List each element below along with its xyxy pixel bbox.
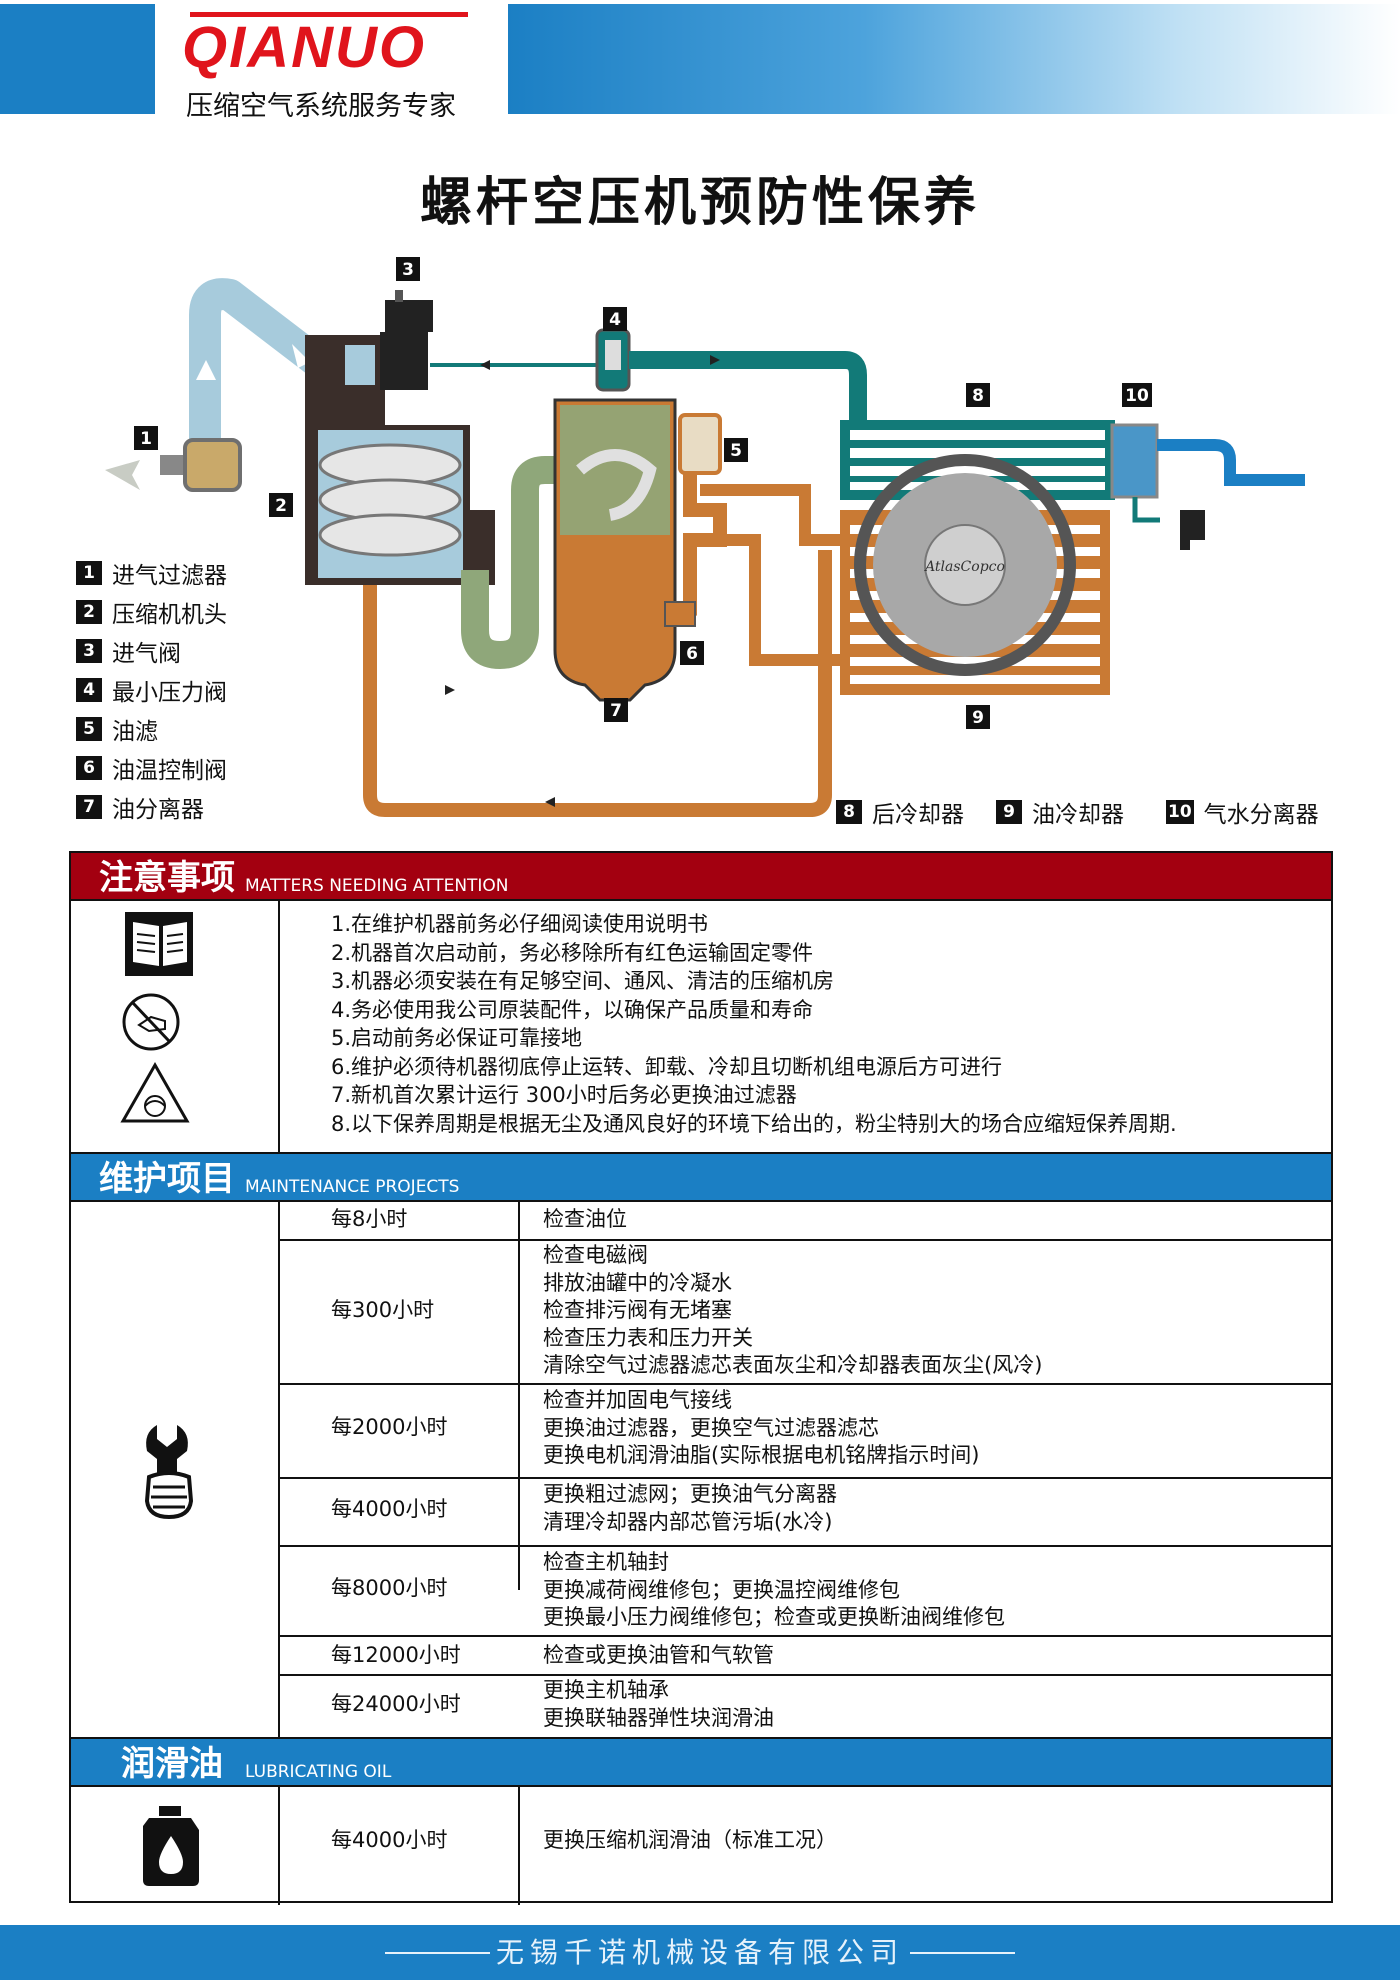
attention-note: 3.机器必须安装在有足够空间、通风、清洁的压缩机房 xyxy=(331,969,835,993)
task-cell: 检查电磁阀 排放油罐中的冷凝水 检查排污阀有无堵塞 检查压力表和压力开关 清除空… xyxy=(543,1243,1043,1377)
svg-text:1: 1 xyxy=(140,429,152,449)
compressed-air-pipe xyxy=(629,351,867,420)
svg-text:10: 10 xyxy=(1125,386,1149,406)
control-line xyxy=(430,338,602,367)
attention-note: 6.维护必须待机器彻底停止运转、卸载、冷却且切断机组电源后方可进行 xyxy=(331,1054,1003,1079)
intake-valve-part xyxy=(380,290,433,390)
attention-note: 5.启动前务必保证可靠接地 xyxy=(331,1026,583,1050)
header-bar-left xyxy=(0,4,155,114)
page-title: 螺杆空压机预防性保养 xyxy=(419,173,980,233)
svg-text:6: 6 xyxy=(686,644,698,664)
manual-book-icon xyxy=(125,912,193,976)
attention-notes: 1.在维护机器前务必仔细阅读使用说明书 2.机器首次启动前，务必移除所有红色运输… xyxy=(331,910,1177,1138)
attention-note: 2.机器首次启动前，务必移除所有红色运输固定零件 xyxy=(331,940,814,965)
lubricating-header: 润滑油 LUBRICATING OIL xyxy=(71,1739,1331,1785)
maintenance-header: 维护项目 MAINTENANCE PROJECTS xyxy=(71,1154,1331,1200)
wrench-hand-icon xyxy=(144,1425,194,1520)
period-cell: 每12000小时 xyxy=(331,1643,461,1667)
task-cell: 更换粗过滤网；更换油气分离器 清理冷却器内部芯管污垢(水冷) xyxy=(543,1482,837,1534)
compressor-flow-diagram: AtlasCopco 1 2 3 4 5 6 7 8 9 10 xyxy=(105,257,1305,817)
task-cell: 检查主机轴封 更换减荷阀维修包；更换温控阀维修包 更换最小压力阀维修包；检查或更… xyxy=(543,1550,1005,1629)
intake-filter-part xyxy=(160,438,242,492)
cooling-fan-part: AtlasCopco xyxy=(854,454,1076,676)
oil-separator-part xyxy=(553,398,677,702)
company-tagline: 压缩空气系统服务专家 xyxy=(186,91,456,122)
logo-underline xyxy=(190,12,468,17)
svg-text:5: 5 xyxy=(730,441,742,461)
period-cell: 每8000小时 xyxy=(331,1576,448,1600)
fan-brand-label: AtlasCopco xyxy=(923,559,1005,575)
min-pressure-valve-part xyxy=(595,328,631,392)
period-cell: 每300小时 xyxy=(331,1298,435,1322)
intake-air-arrow xyxy=(105,460,140,490)
period-cell: 每8小时 xyxy=(331,1207,408,1231)
period-cell: 每4000小时 xyxy=(331,1497,448,1521)
maintenance-table: 注意事项 MATTERS NEEDING ATTENTION 1.在维护机器前务… xyxy=(69,851,1333,1905)
oil-can-icon xyxy=(143,1806,199,1886)
period-cell: 每24000小时 xyxy=(331,1692,461,1716)
svg-text:3: 3 xyxy=(402,260,414,280)
header-bar-right xyxy=(508,4,1400,114)
oil-pipe-to-cooler xyxy=(700,484,840,666)
no-touch-hand-icon xyxy=(122,993,180,1051)
period-cell: 每2000小时 xyxy=(331,1415,448,1439)
oil-filter-part xyxy=(678,413,722,475)
oil-return-pipe xyxy=(363,550,832,817)
task-cell: 检查并加固电气接线 更换油过滤器，更换空气过滤器滤芯 更换电机润滑油脂(实际根据… xyxy=(543,1388,980,1467)
period-cell: 每4000小时 xyxy=(331,1828,448,1852)
task-cell: 检查或更换油管和气软管 xyxy=(543,1643,774,1667)
water-separator-part xyxy=(1110,423,1305,550)
footer-bar xyxy=(0,1925,1400,1980)
attention-header: 注意事项 MATTERS NEEDING ATTENTION xyxy=(71,853,1331,899)
rotating-fan-warning-icon xyxy=(120,1061,190,1123)
attention-note: 7.新机首次累计运行 300小时后务必更换油过滤器 xyxy=(331,1083,797,1107)
svg-text:9: 9 xyxy=(972,708,984,728)
footer-divider-right xyxy=(910,1952,1015,1954)
attention-note: 1.在维护机器前务必仔细阅读使用说明书 xyxy=(331,912,709,936)
footer-company-name: 无锡千诺机械设备有限公司 xyxy=(495,1936,904,1969)
attention-note: 4.务必使用我公司原装配件，以确保产品质量和寿命 xyxy=(331,997,814,1022)
compressor-head-part xyxy=(305,335,495,585)
task-cell: 更换压缩机润滑油（标准工况） xyxy=(543,1828,837,1852)
svg-text:2: 2 xyxy=(275,496,287,516)
svg-text:8: 8 xyxy=(972,386,984,406)
oil-thermostat-valve-part xyxy=(664,601,696,627)
task-cell: 检查油位 xyxy=(543,1207,627,1231)
company-logo: QIANUO xyxy=(182,15,426,80)
task-cell: 更换主机轴承 更换联轴器弹性块润滑油 xyxy=(543,1678,774,1730)
oil-air-mix-pipe xyxy=(461,456,555,670)
svg-text:4: 4 xyxy=(609,310,621,330)
svg-text:7: 7 xyxy=(610,701,622,721)
intake-air-pipe xyxy=(189,278,325,465)
diagram-badges: 1 2 3 4 5 6 7 8 9 10 xyxy=(134,257,1152,729)
attention-note: 8.以下保养周期是根据无尘及通风良好的环境下给出的，粉尘特别大的场合应缩短保养周… xyxy=(331,1111,1177,1136)
footer-divider-left xyxy=(385,1952,490,1954)
